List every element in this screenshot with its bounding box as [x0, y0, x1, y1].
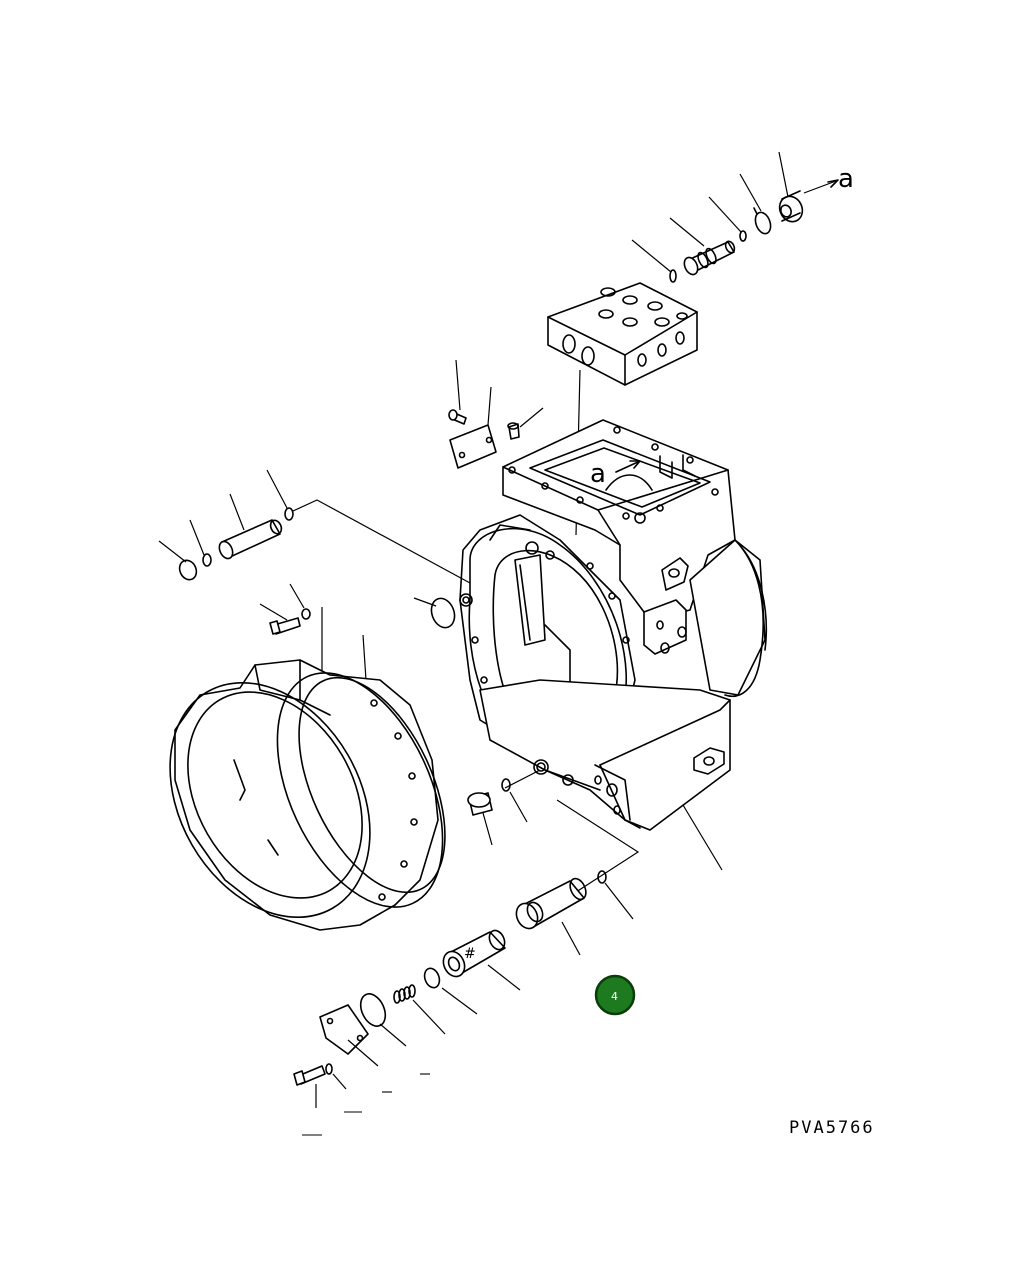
oring-mid [423, 967, 441, 989]
hash-mark: # [464, 946, 476, 962]
valve-block [547, 282, 698, 386]
spool [683, 240, 736, 276]
valve-body: # [442, 929, 506, 978]
ref-letter-a-housing: a [590, 459, 606, 489]
converter-housing [169, 659, 446, 931]
oring-lower [597, 870, 607, 884]
snap-ring [753, 207, 772, 235]
cover-lower [319, 1004, 369, 1055]
gasket-ring [430, 597, 456, 629]
pin-assembly [178, 507, 294, 581]
sleeve [515, 877, 587, 930]
small-oring-top2 [669, 269, 677, 283]
bolt-left [269, 608, 311, 635]
cap-nut [778, 190, 804, 223]
callout-number: 4 [611, 990, 618, 1003]
ref-letter-a-top: a [838, 164, 854, 194]
bolt-lower [293, 1063, 333, 1086]
plug-top [507, 422, 520, 440]
bolt-small-top [448, 409, 467, 425]
cover-plate-small [449, 424, 497, 469]
drawing-code: PVA5766 [789, 1118, 875, 1138]
drain-plug [467, 778, 511, 816]
transmission-case: a [459, 419, 768, 831]
gasket-lower [359, 993, 387, 1027]
small-oring-top [739, 230, 747, 242]
callout-badge[interactable]: 4 [594, 974, 636, 1016]
spring [393, 984, 416, 1004]
